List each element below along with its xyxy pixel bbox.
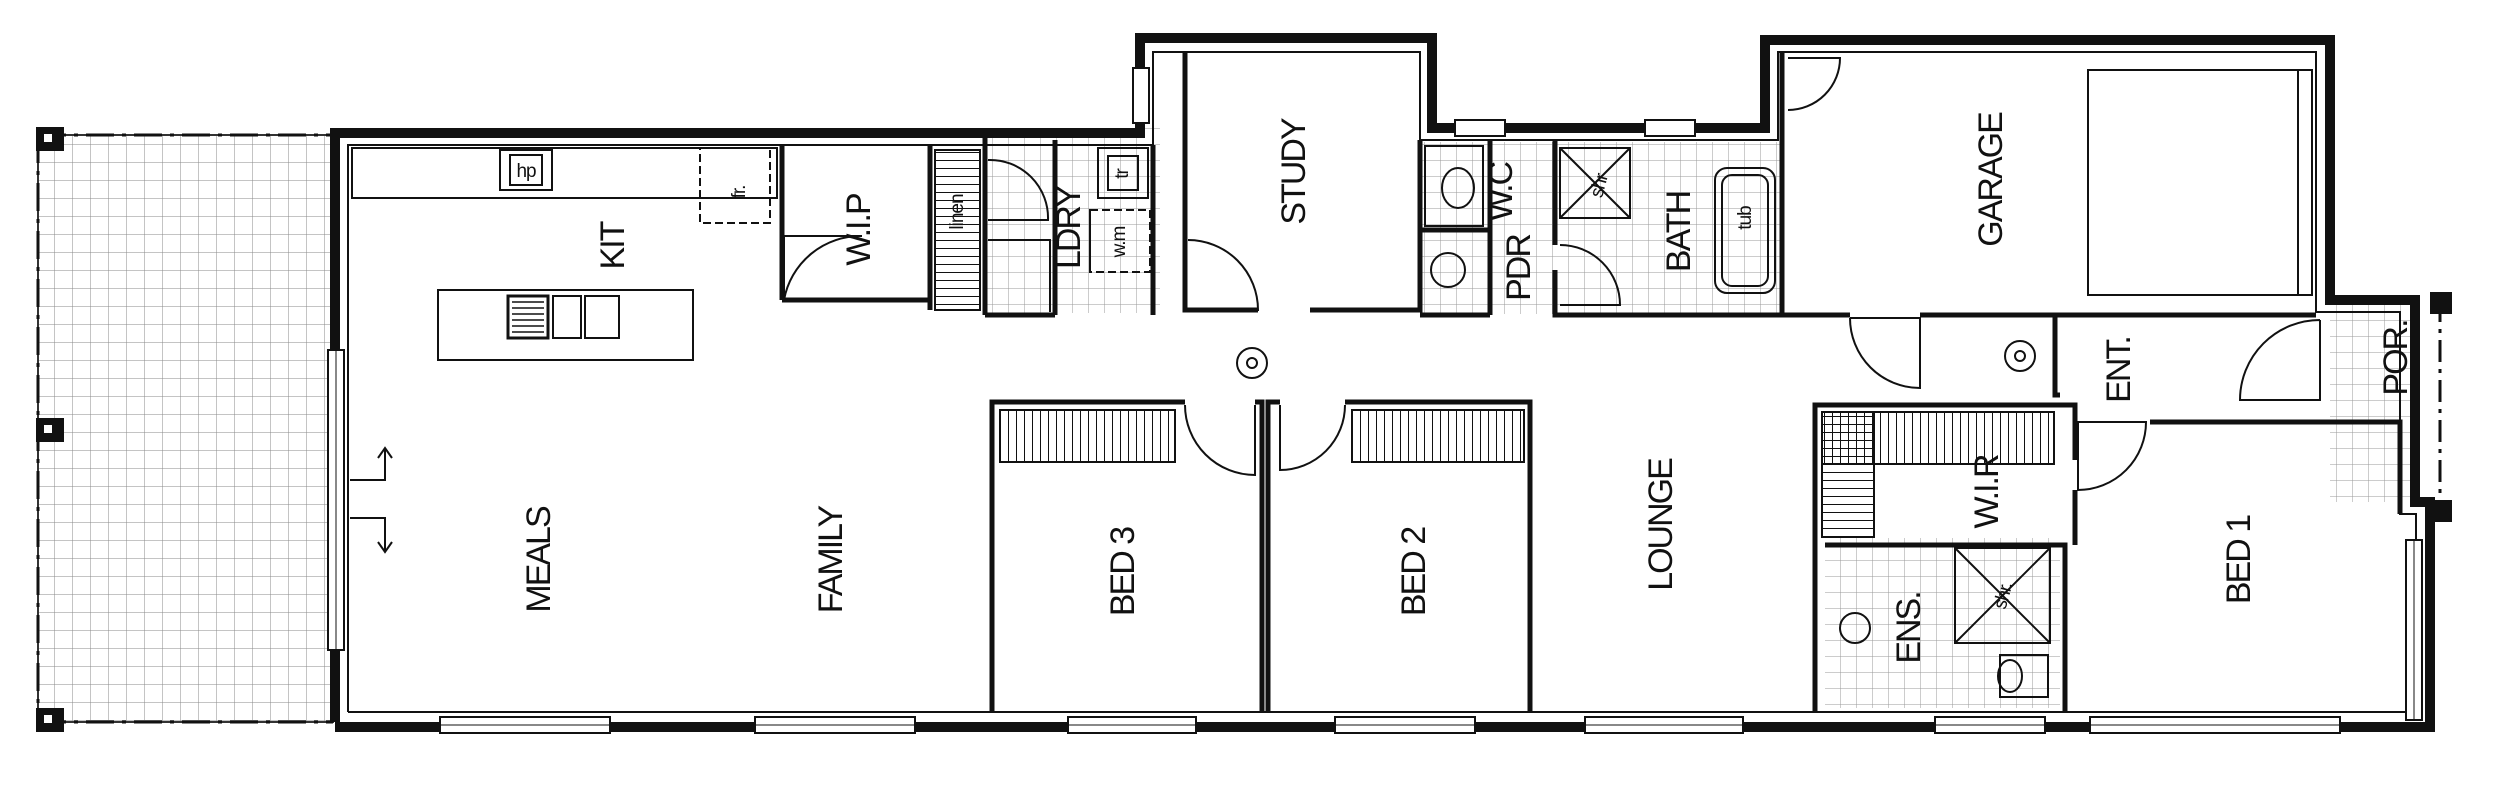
room-label-study: STUDY bbox=[1275, 118, 1313, 225]
room-label-ens: ENS. bbox=[1890, 592, 1928, 663]
fixture-label-hp: hp bbox=[516, 161, 536, 182]
room-label-bed1: BED 1 bbox=[2220, 515, 2258, 604]
room-label-bed3: BED 3 bbox=[1104, 527, 1142, 616]
room-label-ldry: LDRY bbox=[1050, 186, 1088, 269]
room-label-pdr: PDR bbox=[1500, 235, 1538, 301]
room-label-lounge: LOUNGE bbox=[1642, 458, 1680, 591]
room-label-bath: BATH bbox=[1660, 192, 1698, 272]
linen-shelves bbox=[934, 149, 981, 311]
room-label-meals: MEALS bbox=[520, 506, 558, 613]
room-label-bed2: BED 2 bbox=[1395, 527, 1433, 616]
alfresco-deck bbox=[36, 127, 334, 732]
room-label-wip: W.I.P bbox=[840, 194, 878, 266]
fixture-label-wm: w.m bbox=[1109, 226, 1130, 258]
fixture-label-tub: tub bbox=[1735, 206, 1756, 230]
porch bbox=[2430, 292, 2452, 522]
room-label-kit: KIT bbox=[594, 221, 632, 269]
tiled-floors bbox=[985, 128, 2418, 708]
fixture-label-fr: fr. bbox=[729, 186, 750, 199]
internal-walls bbox=[779, 52, 2403, 712]
doors bbox=[783, 57, 2321, 492]
room-label-wir: W.I.R bbox=[1968, 455, 2006, 529]
room-label-wc: W.C bbox=[1482, 161, 1520, 221]
fixture-label-tr: tr bbox=[1112, 168, 1133, 179]
kitchen-bench bbox=[351, 147, 778, 361]
room-label-ent: ENT. bbox=[2100, 337, 2138, 403]
room-label-garage: GARAGE bbox=[1972, 112, 2010, 247]
room-label-por: POR. bbox=[2377, 320, 2415, 395]
room-label-family: FAMILY bbox=[812, 505, 850, 613]
fixture-label-linen: linen bbox=[947, 194, 968, 230]
robes bbox=[999, 409, 2055, 538]
